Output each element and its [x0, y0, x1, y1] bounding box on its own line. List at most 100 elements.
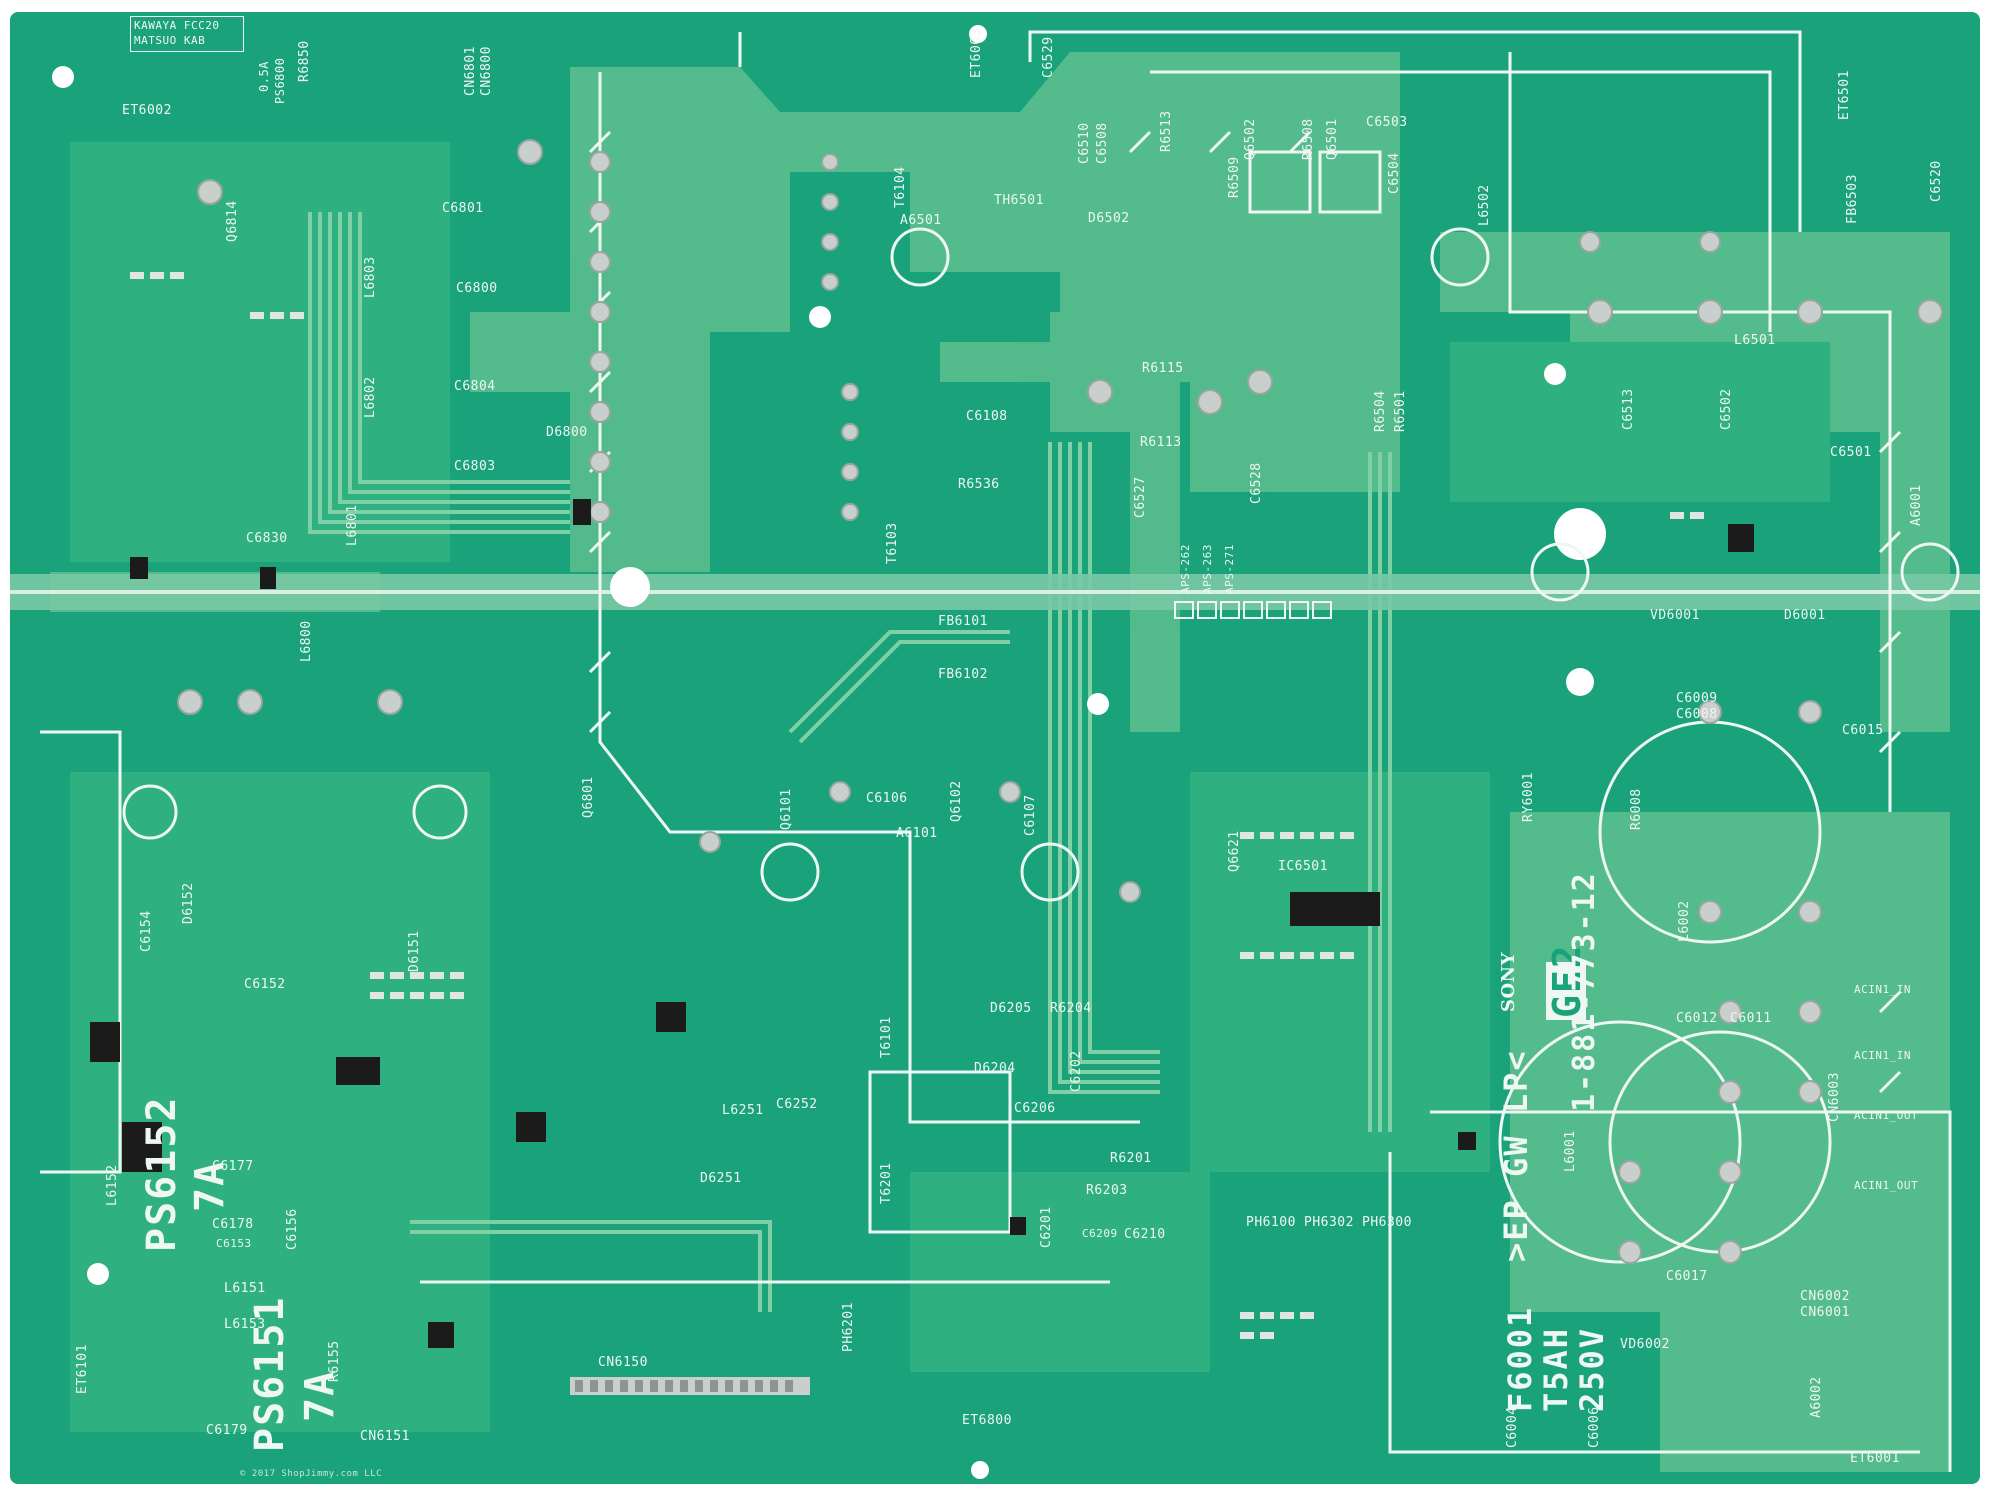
- aps-option-3: APS-271: [1223, 544, 1236, 594]
- label-c6107: C6107: [1023, 794, 1038, 836]
- label-l6501: L6501: [1734, 333, 1776, 348]
- label-c6006: C6006: [1587, 1406, 1602, 1448]
- label-t6101: T6101: [879, 1016, 894, 1058]
- label-r6513: R6513: [1159, 110, 1174, 152]
- part-number: 1-881-773-12: [1567, 871, 1602, 1112]
- label-a6101: A6101: [896, 826, 938, 841]
- label-c6800: C6800: [456, 281, 498, 296]
- pcb-board: KAWAYA FCC20 MATSUO KAB PS6800 0.5A ET60…: [10, 12, 1980, 1484]
- label-ps6152-rating: 7A: [187, 1159, 233, 1212]
- label-ry6001: RY6001: [1521, 772, 1536, 822]
- label-et6003: ET6003: [969, 28, 984, 78]
- label-q6814: Q6814: [225, 200, 240, 242]
- label-et6501: ET6501: [1837, 70, 1852, 120]
- label-c6801: C6801: [442, 201, 484, 216]
- label-cn6150: CN6150: [598, 1355, 648, 1370]
- label-ac-in-1: ACIN1_IN: [1854, 983, 1911, 996]
- label-d6152: D6152: [181, 882, 196, 924]
- label-d6251: D6251: [700, 1171, 742, 1186]
- label-et6001: ET6001: [1850, 1451, 1900, 1466]
- label-c6152: C6152: [244, 977, 286, 992]
- label-d6001: D6001: [1784, 608, 1826, 623]
- brand-logo: SONY: [1498, 952, 1519, 1012]
- label-c6504: C6504: [1387, 152, 1402, 194]
- label-et6101: ET6101: [75, 1344, 90, 1394]
- label-ic6501: IC6501: [1278, 859, 1328, 874]
- label-d6151: D6151: [407, 930, 422, 972]
- label-c6202: C6202: [1069, 1050, 1084, 1092]
- label-c6201: C6201: [1039, 1206, 1054, 1248]
- label-l6802: L6802: [363, 376, 378, 418]
- label-q6621: Q6621: [1227, 830, 1242, 872]
- label-vd6001: VD6001: [1650, 608, 1700, 623]
- fuse-voltage: 250V: [1573, 1326, 1611, 1412]
- label-c6008: C6008: [1676, 707, 1718, 722]
- label-l6502: L6502: [1477, 184, 1492, 226]
- label-cn6001: CN6001: [1800, 1305, 1850, 1320]
- label-ac-out-1: ACIN1_OUT: [1854, 1109, 1919, 1122]
- label-ps6800: PS6800: [273, 57, 287, 104]
- label-c6009: C6009: [1676, 691, 1718, 706]
- label-c6503: C6503: [1366, 115, 1408, 130]
- label-cn6002: CN6002: [1800, 1289, 1850, 1304]
- label-c6206: C6206: [1014, 1101, 1056, 1116]
- label-ph6302: PH6302: [1304, 1215, 1354, 1230]
- label-ph6300: PH6300: [1362, 1215, 1412, 1230]
- label-r6536: R6536: [958, 477, 1000, 492]
- label-ph6100: PH6100: [1246, 1215, 1296, 1230]
- label-l6803: L6803: [363, 256, 378, 298]
- label-ps6800-rating: 0.5A: [257, 61, 271, 92]
- label-r6509: R6509: [1227, 156, 1242, 198]
- label-c6179: C6179: [206, 1423, 248, 1438]
- note-box: [130, 16, 244, 52]
- label-t6103: T6103: [885, 522, 900, 564]
- label-c6011: C6011: [1730, 1011, 1772, 1026]
- label-r6204: R6204: [1050, 1001, 1092, 1016]
- label-r6501: R6501: [1393, 390, 1408, 432]
- label-c6153: C6153: [216, 1237, 252, 1250]
- label-c6177: C6177: [212, 1159, 254, 1174]
- label-cn6003: CN6003: [1827, 1072, 1842, 1122]
- label-r6850: R6850: [297, 40, 312, 82]
- label-r6113: R6113: [1140, 435, 1182, 450]
- label-th6501: TH6501: [994, 193, 1044, 208]
- label-ps6152: PS6152: [139, 1095, 185, 1253]
- label-et6800: ET6800: [962, 1413, 1012, 1428]
- label-r6508: R6508: [1301, 118, 1316, 160]
- label-cn6800: CN6800: [479, 46, 494, 96]
- label-c6528: C6528: [1249, 462, 1264, 504]
- label-c6502: C6502: [1719, 388, 1734, 430]
- label-r6504: R6504: [1373, 390, 1388, 432]
- label-q6801: Q6801: [581, 776, 596, 818]
- label-c6017: C6017: [1666, 1269, 1708, 1284]
- label-c6106: C6106: [866, 791, 908, 806]
- label-c6108: C6108: [966, 409, 1008, 424]
- label-l6152: L6152: [105, 1164, 120, 1206]
- label-c6501: C6501: [1830, 445, 1872, 460]
- label-fb6102: FB6102: [938, 667, 988, 682]
- label-ph6201: PH6201: [841, 1302, 856, 1352]
- label-c6015: C6015: [1842, 723, 1884, 738]
- label-r6203: R6203: [1086, 1183, 1128, 1198]
- label-q6501: Q6501: [1325, 118, 1340, 160]
- top-left-note-1: KAWAYA FCC20: [134, 19, 220, 32]
- label-et6002: ET6002: [122, 103, 172, 118]
- label-c6520: C6520: [1929, 160, 1944, 202]
- label-c6252: C6252: [776, 1097, 818, 1112]
- label-a6002: A6002: [1809, 1376, 1824, 1418]
- label-r6201: R6201: [1110, 1151, 1152, 1166]
- region-code: >EP GW LP<: [1497, 1049, 1535, 1262]
- label-c6154: C6154: [139, 910, 154, 952]
- aps-option-2: APS-263: [1201, 544, 1214, 594]
- label-r6008: R6008: [1629, 788, 1644, 830]
- label-c6156: C6156: [285, 1208, 300, 1250]
- label-c6510: C6510: [1077, 122, 1092, 164]
- label-q6502: Q6502: [1243, 118, 1258, 160]
- label-r6115: R6115: [1142, 361, 1184, 376]
- label-c6012: C6012: [1676, 1011, 1718, 1026]
- copyright: © 2017 ShopJimmy.com LLC: [240, 1469, 383, 1479]
- label-ps6151: PS6151: [247, 1295, 293, 1453]
- label-ps6151-rating: 7A: [297, 1369, 343, 1422]
- label-d6502: D6502: [1088, 211, 1130, 226]
- label-q6101: Q6101: [779, 788, 794, 830]
